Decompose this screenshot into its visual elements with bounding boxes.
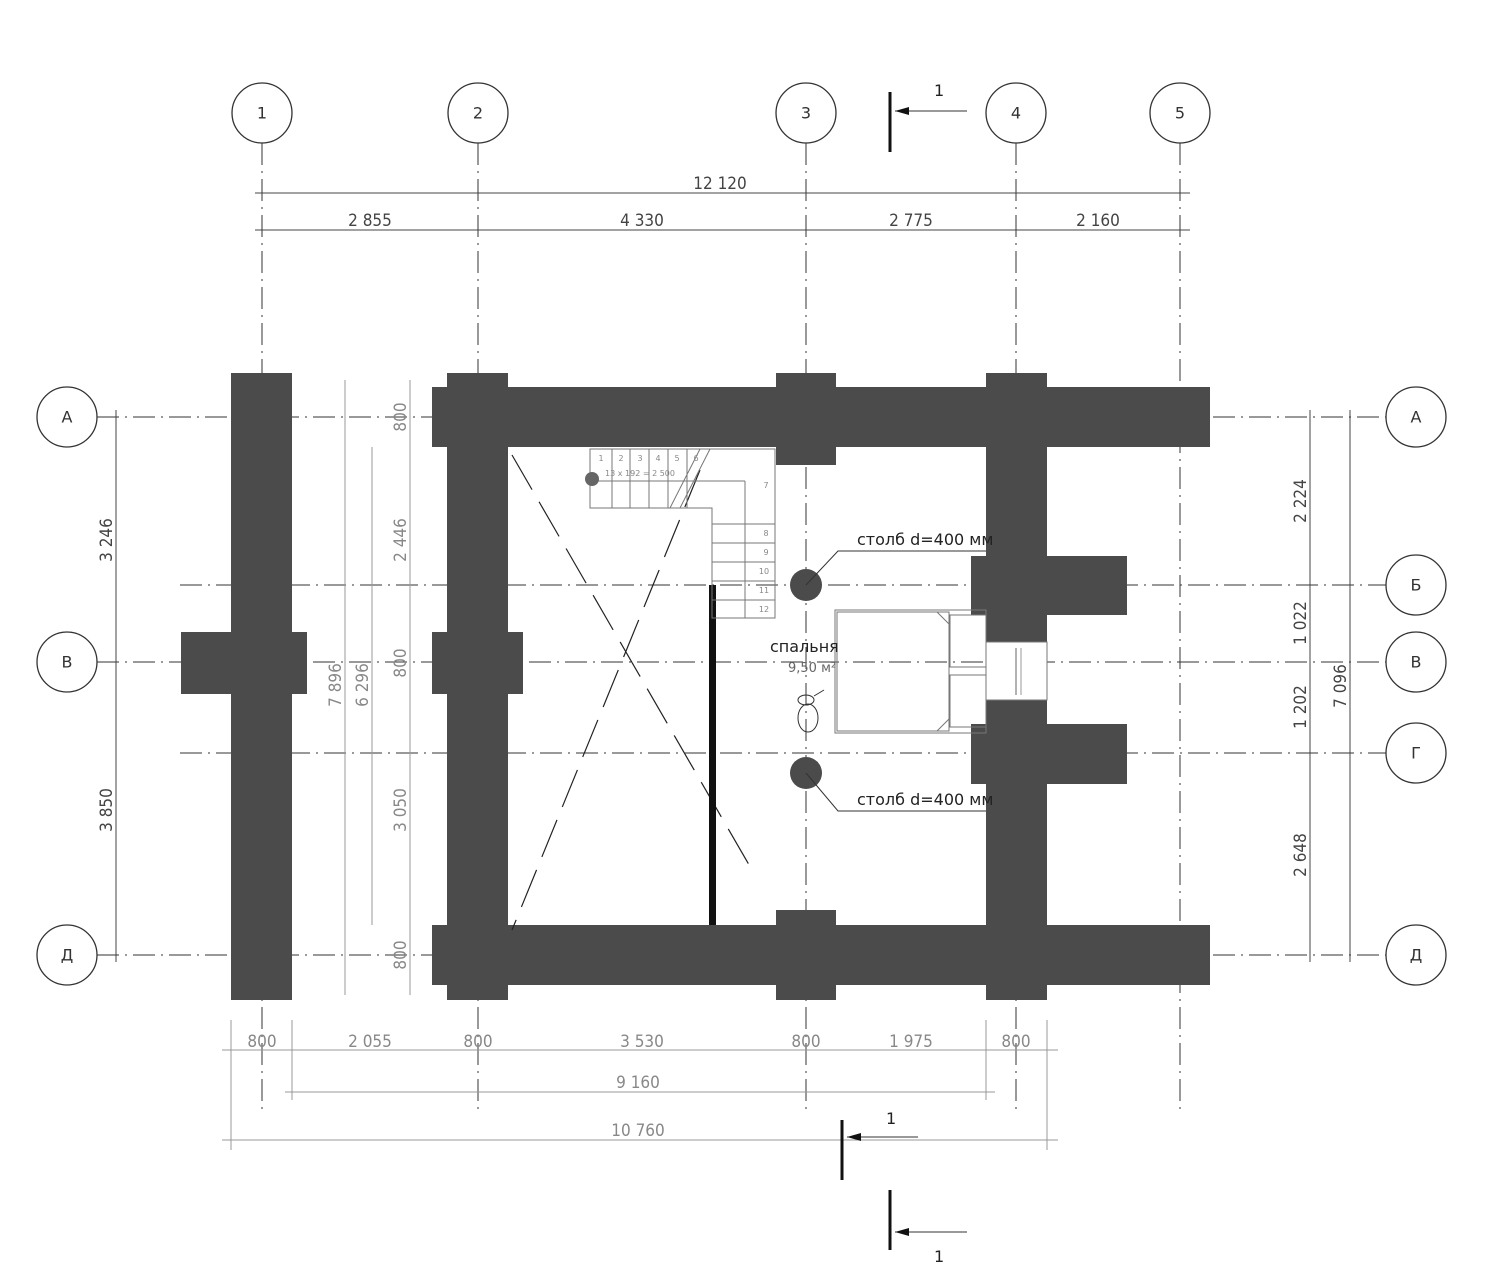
stairs: 1 2 3 4 5 6 7 8 9 10 11 12 13 x 192 = 2 … <box>585 448 776 619</box>
section-mark-top: 1 <box>888 81 967 152</box>
label: 2 224 <box>1291 479 1311 523</box>
label: 3 <box>637 454 642 463</box>
stair-post <box>585 472 599 486</box>
label: В <box>62 653 73 672</box>
label: 3 246 <box>97 518 117 562</box>
label: 2 648 <box>1291 833 1311 877</box>
label: 2 160 <box>1076 211 1120 231</box>
label: 1 <box>934 81 944 100</box>
label: 1 022 <box>1291 601 1311 645</box>
label: 800 <box>391 648 411 677</box>
label: 4 330 <box>620 211 664 231</box>
label: столб d=400 мм <box>857 790 993 809</box>
column-note-bottom: столб d=400 мм <box>805 772 993 812</box>
column-note-top: столб d=400 мм <box>805 530 993 586</box>
window <box>985 641 1048 701</box>
label: 11 <box>759 586 769 595</box>
label: 12 120 <box>693 174 747 194</box>
label: 3 050 <box>391 788 411 832</box>
dims-bottom: 800 2 055 800 3 530 800 1 975 800 9 160 … <box>222 1020 1058 1150</box>
label: 12 <box>759 605 769 614</box>
label: 800 <box>1001 1032 1030 1052</box>
label: 2 775 <box>889 211 933 231</box>
label: Д <box>1410 946 1423 965</box>
label: Д <box>61 946 74 965</box>
label: 5 <box>674 454 679 463</box>
label: 800 <box>391 402 411 431</box>
label: А <box>1411 408 1422 427</box>
label: 1 <box>257 104 267 123</box>
label: 7 <box>763 481 768 490</box>
label: 4 <box>655 454 660 463</box>
room-area: 9,50 м² <box>788 661 836 676</box>
label: 800 <box>391 940 411 969</box>
walls <box>181 373 1210 1000</box>
stair-void <box>511 454 753 931</box>
label: 1 <box>886 1109 896 1128</box>
label: 800 <box>247 1032 276 1052</box>
label: Г <box>1411 744 1421 763</box>
label: 4 <box>1011 104 1021 123</box>
label: 2 055 <box>348 1032 392 1052</box>
label: 800 <box>791 1032 820 1052</box>
label: 7 096 <box>1331 664 1351 708</box>
dims-top: 12 120 2 855 4 330 2 775 2 160 <box>255 174 1190 231</box>
dims-inner: 7 896 6 296 800 2 446 800 3 050 800 <box>326 380 411 995</box>
label: 9 160 <box>616 1073 660 1093</box>
label: 1 202 <box>1291 685 1311 729</box>
label: 3 850 <box>97 788 117 832</box>
dims-right: 2 224 1 022 1 202 2 648 7 096 <box>1291 410 1351 962</box>
label: А <box>62 408 73 427</box>
label: 3 <box>801 104 811 123</box>
label: Б <box>1411 576 1422 595</box>
label: 8 <box>763 529 768 538</box>
label: 7 896 <box>326 663 346 707</box>
dims-left: 3 246 3 850 <box>97 410 117 962</box>
section-mark-bottom-2: 1 <box>888 1190 967 1266</box>
label: 10 <box>759 567 769 576</box>
label: 2 <box>473 104 483 123</box>
label: 800 <box>463 1032 492 1052</box>
label: В <box>1411 653 1422 672</box>
label: 5 <box>1175 104 1185 123</box>
label: 1 <box>934 1247 944 1266</box>
label: 6 296 <box>353 663 373 707</box>
railing <box>709 585 716 925</box>
person-icon <box>797 689 825 733</box>
label: 1 <box>598 454 603 463</box>
label: 6 <box>693 454 698 463</box>
bed <box>834 609 987 734</box>
label: 9 <box>763 548 768 557</box>
label: 2 446 <box>391 518 411 562</box>
label: столб d=400 мм <box>857 530 993 549</box>
stair-label: 13 x 192 = 2 500 <box>605 469 675 478</box>
label: 1 975 <box>889 1032 933 1052</box>
axis-bubbles: 1 2 3 4 5 А В Д А Б В Г Д <box>36 82 1447 986</box>
label: 10 760 <box>611 1121 665 1141</box>
label: 2 855 <box>348 211 392 231</box>
label: 2 <box>618 454 623 463</box>
section-mark-bottom-1: 1 <box>840 1109 918 1180</box>
room-name: спальня <box>770 637 839 656</box>
label: 3 530 <box>620 1032 664 1052</box>
